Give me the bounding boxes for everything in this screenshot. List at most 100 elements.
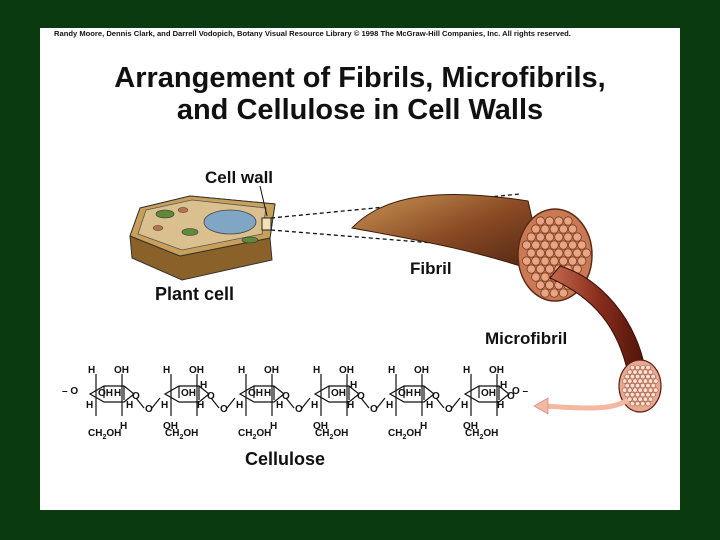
- cellulose-molecule: [640, 374, 646, 380]
- title-line-1: Arrangement of Fibrils, Microfibrils,: [114, 62, 606, 94]
- chem-atom: O: [207, 391, 215, 402]
- cellulose-molecule: [637, 387, 643, 393]
- chem-atom: H: [461, 400, 468, 411]
- cellulose-molecule: [629, 374, 635, 380]
- microfibril-bundle: [563, 248, 573, 258]
- microfibril-bundle: [526, 264, 536, 274]
- label-cell-wall: Cell wall: [205, 168, 273, 187]
- chem-atom: OH: [398, 388, 413, 399]
- ch2oh-group: CH2OH: [88, 428, 121, 441]
- microfibril-bundle: [563, 216, 573, 226]
- cellulose-molecule: [624, 383, 630, 389]
- chem-atom: OH: [163, 421, 178, 432]
- cellulose-molecule: [629, 364, 635, 371]
- microfibril-bundle: [549, 240, 559, 250]
- microfibril-bundle: [531, 256, 541, 266]
- plant-cell: [129, 195, 276, 281]
- chem-atom: H: [197, 400, 204, 411]
- chloroplast: [181, 228, 199, 236]
- chem-atom: H: [236, 400, 243, 411]
- chem-atom: O: [432, 391, 440, 402]
- chem-atom: H: [414, 388, 421, 399]
- glycosidic-oxygen: O: [370, 404, 378, 415]
- microfibril-strand: [549, 265, 646, 374]
- microfibril-bundle: [577, 240, 587, 250]
- cellulose-arrow: [544, 397, 630, 411]
- cellulose-molecule: [622, 387, 628, 393]
- cellulose-molecule: [645, 364, 651, 371]
- label-cellulose: Cellulose: [245, 449, 325, 469]
- ch2oh-group: CH2OH: [315, 428, 348, 441]
- chem-atom: OH: [189, 365, 204, 376]
- cellulose-molecule: [629, 401, 635, 407]
- chem-atom: H: [161, 400, 168, 411]
- cellulose-molecule: [645, 374, 651, 380]
- microfibril-bundle: [554, 232, 564, 242]
- microfibril-bundle: [554, 248, 564, 258]
- chem-atom: OH: [264, 365, 279, 376]
- microfibril-bundle: [535, 264, 545, 274]
- chem-atom: OH: [489, 365, 504, 376]
- chem-atom: H: [120, 421, 127, 432]
- cellulose-molecule: [632, 387, 638, 393]
- fibril-diagram: Cell wall Plant cell Fibril Microfibril …: [62, 168, 662, 469]
- chloroplast: [241, 236, 259, 244]
- chem-atom: H: [264, 388, 271, 399]
- microfibril-bundle: [521, 240, 532, 250]
- chem-atom: H: [350, 380, 357, 391]
- chem-atom: H: [238, 365, 245, 376]
- cellulose-molecule: [653, 387, 659, 393]
- cellulose-molecule: [624, 392, 630, 398]
- chem-atom: H: [500, 380, 507, 391]
- chem-atom: H: [276, 400, 283, 411]
- chem-atom: H: [270, 421, 277, 432]
- microfibril-bundle: [526, 232, 536, 242]
- chem-atom: OH: [313, 421, 328, 432]
- cellulose-molecule: [627, 387, 633, 393]
- label-microfibril: Microfibril: [485, 329, 567, 348]
- microfibril-bundle: [526, 248, 536, 258]
- chem-atom: H: [426, 400, 433, 411]
- microfibril-bundle: [544, 232, 555, 242]
- chem-atom: H: [163, 365, 170, 376]
- microfibril-bundle: [540, 256, 550, 266]
- chem-atom: O: [357, 391, 365, 402]
- cellulose-molecule: [637, 396, 643, 402]
- glycosidic-oxygen: O: [295, 404, 303, 415]
- mitochondrion: [152, 225, 164, 231]
- microfibril-bundle: [572, 232, 582, 242]
- microfibril-bundle: [549, 288, 559, 298]
- chem-atom: H: [86, 400, 93, 411]
- chem-atom: O: [507, 391, 515, 402]
- chem-atom: OH: [248, 388, 263, 399]
- microfibril-bundle: [531, 272, 541, 282]
- microfibril-cellulose-molecules: [622, 364, 659, 407]
- chem-atom: H: [126, 400, 133, 411]
- chem-atom: H: [497, 400, 504, 411]
- microfibril-bundle: [535, 248, 545, 258]
- ch2oh-group: CH2OH: [165, 428, 198, 441]
- chem-atom: OH: [114, 365, 129, 376]
- ch2oh-group: CH2OH: [465, 428, 498, 441]
- chain-bond-right: O –: [512, 386, 529, 397]
- microfibril-bundle: [572, 248, 582, 258]
- microfibril-bundle: [540, 288, 550, 298]
- chem-atom: H: [388, 365, 395, 376]
- ch2oh-group: CH2OH: [238, 428, 271, 441]
- chem-atom: H: [386, 400, 393, 411]
- cellulose-molecule: [635, 364, 641, 371]
- chain-bond-left: – O: [62, 386, 78, 397]
- microfibril-bundle: [544, 248, 555, 258]
- cellulose-molecule: [635, 374, 641, 380]
- cell-wall-pointer: [259, 185, 268, 217]
- nucleus: [203, 209, 257, 235]
- label-fibril: Fibril: [410, 259, 452, 278]
- cellulose-molecule: [635, 401, 641, 407]
- microfibril-bundle: [558, 240, 569, 250]
- chem-atom: H: [463, 365, 470, 376]
- chem-atom: O: [132, 391, 140, 402]
- cellulose-molecule: [642, 369, 648, 375]
- chem-atom: OH: [181, 388, 196, 399]
- microfibril-bundle: [567, 256, 578, 266]
